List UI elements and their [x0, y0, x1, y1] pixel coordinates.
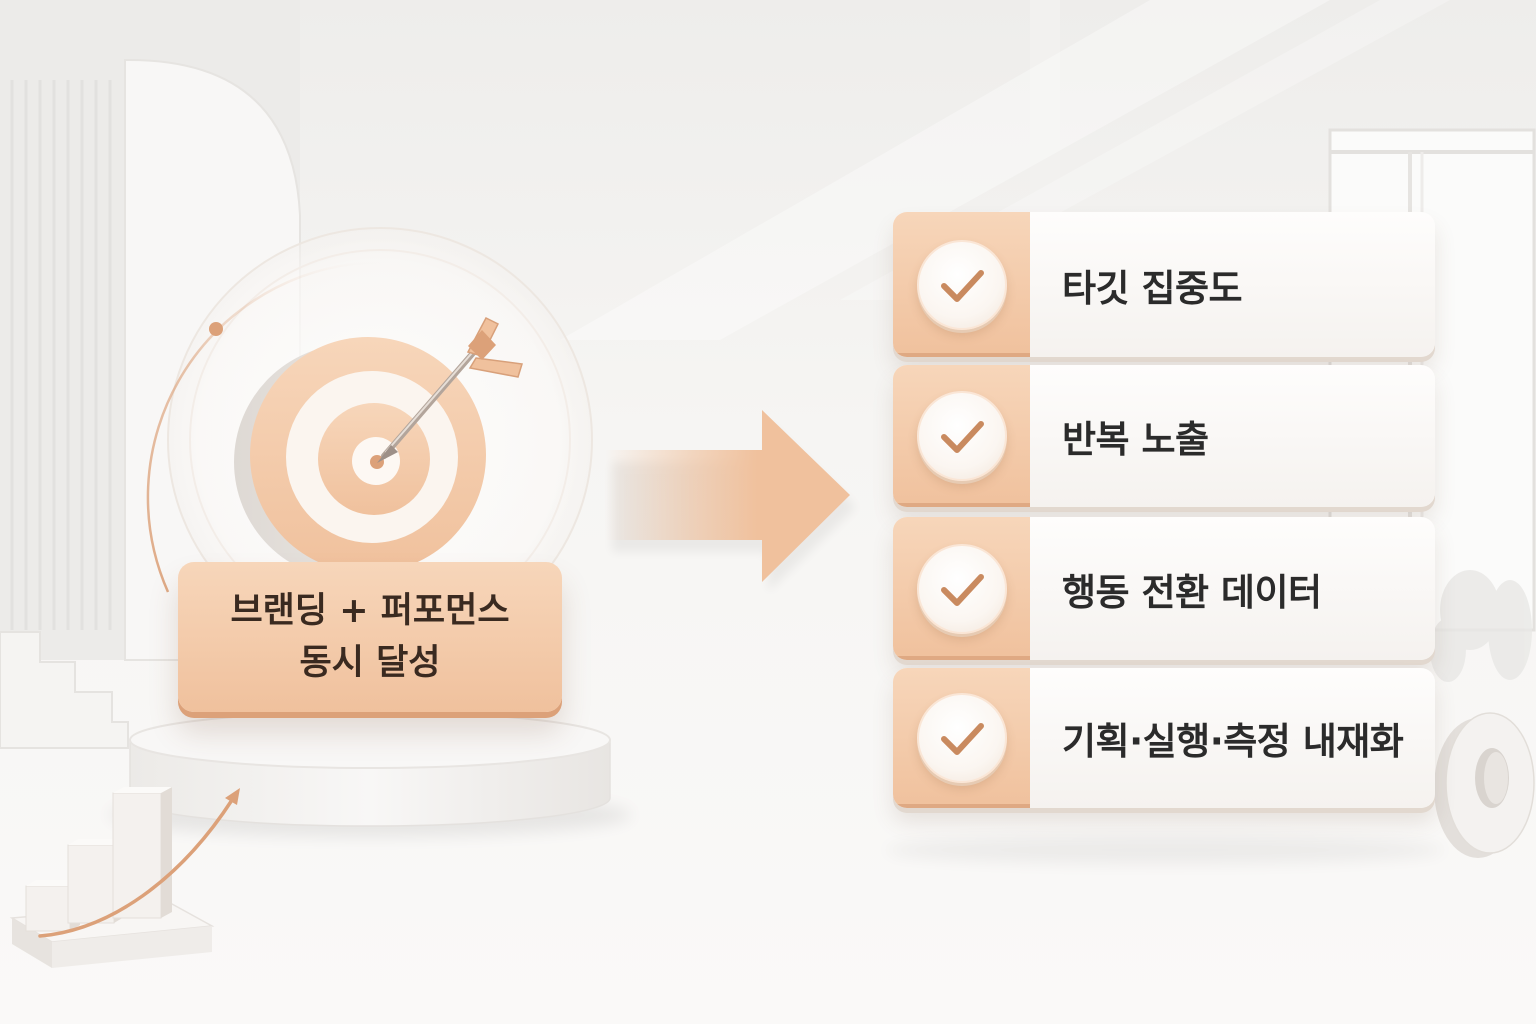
- dart-tip: [377, 445, 398, 463]
- right-arrow-icon: [605, 410, 850, 582]
- checklist-item: 행동 전환 데이터: [893, 517, 1435, 660]
- check-badge: [917, 693, 1007, 783]
- wall-fluting: [10, 80, 112, 630]
- dart-shaft-highlight: [385, 338, 485, 453]
- hero-label-line1: 브랜딩 + 퍼포먼스: [230, 591, 510, 631]
- checklist-item-accent-panel: [893, 212, 1030, 357]
- checklist-item-accent-panel: [893, 517, 1030, 660]
- checklist-item-label: 기획·실행·측정 내재화: [1062, 720, 1404, 763]
- chart-base-front: [52, 926, 212, 968]
- chart-bar: [112, 787, 172, 919]
- dart-icon: [377, 317, 523, 463]
- checklist: 타깃 집중도 반복 노출 행동 전환 데이터 기획·실행·측정 내재화: [893, 212, 1435, 808]
- light-beam: [560, 0, 1330, 340]
- orbit-dot: [209, 322, 223, 336]
- checklist-item-accent-panel: [893, 668, 1030, 808]
- chart-base-side: [12, 918, 52, 968]
- checkmark-icon: [941, 421, 984, 453]
- checklist-item-label: 반복 노출: [1062, 418, 1209, 461]
- plant-decoration: [1430, 570, 1532, 682]
- checkmark-icon: [941, 723, 984, 755]
- bar-chart-icon: [9, 787, 215, 968]
- checklist-item: 기획·실행·측정 내재화: [893, 668, 1435, 808]
- checklist-item-label: 행동 전환 데이터: [1062, 570, 1322, 614]
- podium-top: [129, 711, 611, 769]
- checklist-item-accent-panel: [893, 365, 1030, 507]
- checklist-shadow: [885, 836, 1445, 864]
- check-badge: [917, 391, 1007, 481]
- checkmark-icon: [941, 573, 984, 606]
- check-badge: [917, 239, 1007, 330]
- dart-feather: [468, 357, 523, 378]
- check-badge: [917, 543, 1007, 634]
- checklist-item: 반복 노출: [893, 365, 1435, 507]
- checkmark-icon: [941, 269, 984, 302]
- staircase: [0, 631, 129, 749]
- ring-decoration: [1434, 712, 1535, 858]
- orbit-arc-icon: [146, 260, 381, 593]
- growth-arrow-icon: [38, 788, 240, 938]
- hero-label: 브랜딩 + 퍼포먼스 동시 달성: [178, 562, 562, 712]
- checklist-item: 타깃 집중도: [893, 212, 1435, 357]
- dart-feather: [468, 330, 496, 360]
- checklist-item-label: 타깃 집중도: [1062, 266, 1243, 310]
- chart-bar: [25, 880, 80, 932]
- ceiling-column: [1030, 0, 1060, 215]
- hero-label-line2: 동시 달성: [299, 643, 441, 683]
